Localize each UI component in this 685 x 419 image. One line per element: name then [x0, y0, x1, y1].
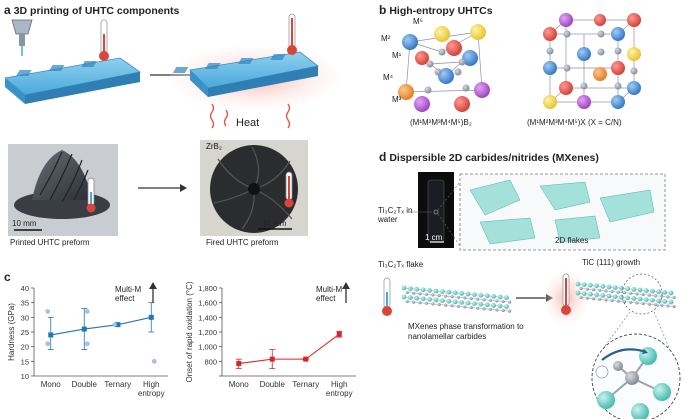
y-tick-label: 15 [21, 357, 29, 366]
data-point [269, 356, 275, 362]
process-arrow-2 [138, 184, 187, 192]
up-arrow-icon [149, 282, 157, 303]
y-tick-label: 1,400 [198, 313, 217, 322]
formula-diboride: (M¹M²M³M⁴M⁵)B₂ [410, 118, 472, 127]
fired-tray [172, 51, 319, 97]
printed-preform-photo [8, 144, 118, 236]
x-tick-label: High [143, 380, 159, 389]
y-tick-label: 1,600 [198, 299, 217, 308]
vial-photo [410, 172, 461, 248]
multi-m-effect-label-2: Multi-M effect [316, 285, 343, 303]
x-tick-label: entropy [138, 389, 165, 398]
x-tick-label: Double [260, 380, 286, 389]
vial-scale-label: 1 cm [425, 233, 443, 242]
x-tick-label: Mono [41, 380, 62, 389]
y-tick-label: 1,000 [198, 343, 217, 352]
x-tick-label: Ternary [292, 380, 319, 389]
hot-thermometer-icon-d [561, 273, 571, 315]
data-point [48, 332, 54, 338]
hot-thermometer-icon [287, 13, 297, 55]
y-tick-label: 1,200 [198, 328, 217, 337]
y-tick-label: 30 [21, 313, 29, 322]
scatter-point [45, 309, 50, 314]
series-line [50, 316, 152, 336]
data-point [148, 314, 154, 320]
y-tick-label: 40 [21, 284, 29, 293]
panel-c-label: c [4, 270, 11, 284]
site-label-m4: M⁴ [383, 73, 394, 82]
y-axis-label: Onset of rapid oxidation (°C) [185, 281, 194, 382]
flakes-label: 2D flakes [555, 236, 589, 245]
print-nozzle [11, 19, 33, 56]
scatter-point [112, 322, 117, 327]
y-tick-label: 1,800 [198, 284, 217, 293]
heat-waves-icon [209, 103, 291, 129]
y-axis-label: Hardness (GPa) [7, 303, 16, 361]
caption-printed-preform: Printed UHTC preform [10, 238, 90, 247]
data-point [336, 331, 342, 337]
growth-label: TiC (111) growth [582, 258, 641, 267]
y-tick-label: 35 [21, 299, 29, 308]
data-point [115, 322, 121, 328]
diboride-structure [398, 24, 490, 112]
heat-label: Heat [236, 117, 260, 129]
scale-bar-label-2: 10 mm [262, 219, 287, 228]
data-point [81, 326, 87, 332]
fired-preform-photo [200, 140, 308, 236]
transformation-label: MXenes phase transformation to nanolamel… [408, 322, 524, 341]
rocksalt-structure [543, 13, 641, 109]
panel-d-graphics [382, 172, 681, 419]
y-tick-label: 800 [204, 357, 217, 366]
x-tick-label: entropy [326, 389, 353, 398]
mxene-flake-lattice [401, 285, 512, 313]
up-arrow-icon-2 [342, 282, 350, 303]
y-tick-label: 20 [21, 343, 29, 352]
data-point [303, 356, 309, 362]
thermometer-icon-d [382, 277, 392, 316]
site-label-m3: M³ [392, 95, 402, 104]
x-tick-label: Ternary [104, 380, 131, 389]
vial-label: Ti₃C₂Tₓ in water [378, 206, 413, 224]
scatter-point [85, 341, 90, 346]
flakes-box [459, 173, 666, 251]
panel-a-graphics [4, 13, 340, 236]
y-tick-label: 10 [21, 372, 29, 381]
zoom-detail-circle [591, 333, 681, 419]
flake-label: Ti₃C₂Tₓ flake [378, 260, 424, 269]
scale-bar-label-1: 10 mm [12, 219, 37, 228]
scatter-point [85, 309, 90, 314]
site-label-m1: M¹ [392, 51, 402, 60]
scatter-point [152, 359, 157, 364]
y-tick-label: 25 [21, 328, 29, 337]
carbide-lattice [575, 281, 676, 309]
site-label-m5: M⁵ [413, 17, 423, 26]
multi-m-effect-label-1: Multi-M effect [115, 285, 142, 303]
series-line [238, 333, 340, 365]
data-point [236, 361, 242, 367]
site-label-m2: M² [381, 34, 391, 43]
x-tick-label: High [331, 380, 347, 389]
material-label: ZrB₂ [206, 142, 222, 151]
panel-b-crystal-structures [398, 13, 641, 112]
caption-fired-preform: Fired UHTC preform [206, 238, 279, 247]
scatter-point [45, 341, 50, 346]
thermometer-icon [99, 19, 109, 61]
x-tick-label: Mono [229, 380, 250, 389]
x-tick-label: Double [72, 380, 98, 389]
formula-carbide-nitride: (M¹M²M³M⁴M⁵)X (X = C/N) [527, 118, 622, 127]
printed-tray [4, 57, 141, 104]
